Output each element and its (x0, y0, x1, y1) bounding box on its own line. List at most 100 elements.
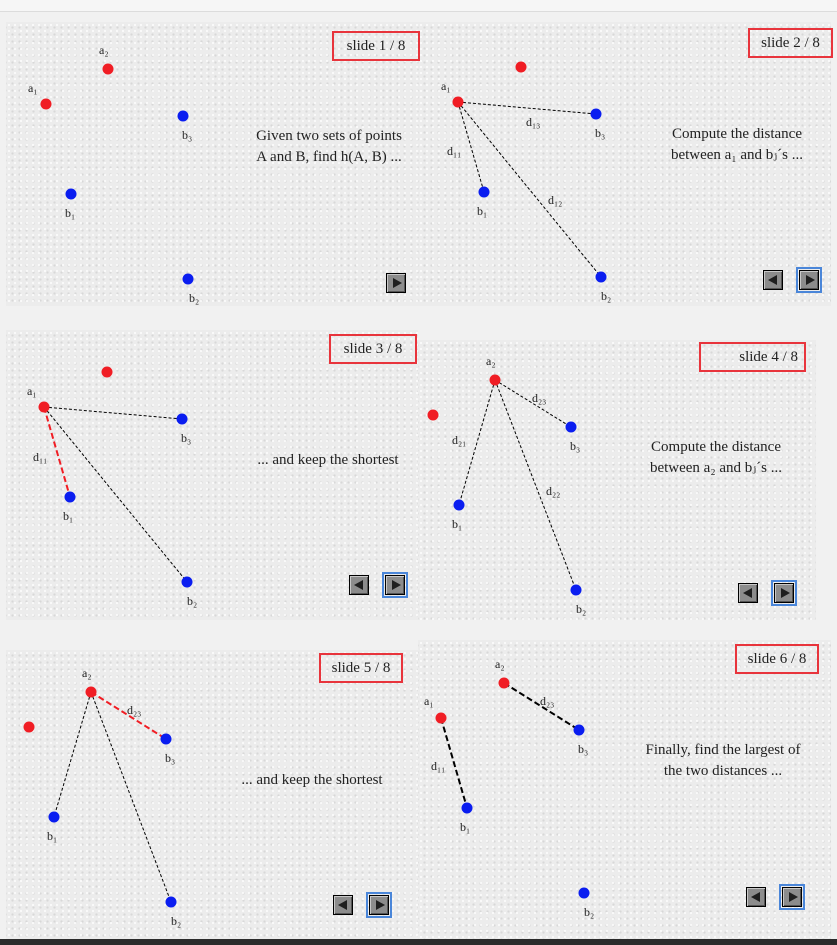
slide-4-next-button[interactable] (771, 580, 797, 606)
slide-4-point-a2 (489, 374, 501, 386)
slide-4-caption-line-1: Compute the distance (651, 439, 781, 455)
slide-2-label-d13: d₁₃ (526, 115, 540, 129)
slide-2-point-a1 (452, 96, 464, 108)
triangle-right-icon (376, 900, 385, 910)
slide-1-next-button[interactable] (386, 273, 406, 293)
slide-4-prev-button[interactable] (738, 583, 758, 603)
bottom-bar (0, 939, 837, 945)
slide-3-label-b1: b₁ (63, 509, 73, 523)
slide-4-label-b2: b₂ (576, 602, 586, 616)
slide-1-label-a1: a₁ (28, 81, 38, 95)
slide-3-caption-line-1: ... and keep the shortest (257, 452, 399, 468)
slide-2-line-d12 (457, 101, 602, 278)
slide-2-caption: Compute the distance between a₁ and bⱼ´s… (641, 124, 833, 166)
slide-4-line-d21 (458, 379, 496, 506)
slide-2-point-b2 (595, 271, 607, 283)
slide-4-label-d23: d₂₃ (532, 391, 546, 405)
slide-6-prev-button[interactable] (746, 887, 766, 907)
slide-6-point-a1 (435, 712, 447, 724)
slide-4-point-a1 (427, 409, 439, 421)
slide-5-caption: ... and keep the shortest (212, 770, 412, 791)
slide-2-caption-line-1: Compute the distance (672, 126, 802, 142)
triangle-left-icon (743, 588, 752, 598)
slide-4-caption-line-2: between a₂ and bⱼ´s ... (649, 460, 783, 476)
slide-5-point-b3 (160, 733, 172, 745)
slide-3-point-a2 (101, 366, 113, 378)
slide-2-label: slide 2 / 8 (748, 28, 833, 58)
slide-6-caption-line-2: the two distances ... (663, 763, 783, 779)
slide-1-label-a2: a₂ (99, 43, 109, 57)
triangle-right-icon (806, 275, 815, 285)
slide-1-point-b1 (65, 188, 77, 200)
slide-5-label-b1: b₁ (47, 829, 57, 843)
slide-1-point-b3 (177, 110, 189, 122)
slide-2-point-b3 (590, 108, 602, 120)
slide-2-label-b1: b₁ (477, 204, 487, 218)
slide-6-label-d23: d₂₃ (540, 694, 554, 708)
slide-panel-4 (418, 340, 816, 620)
slide-3-label-a1: a₁ (27, 384, 37, 398)
slide-4-label-b1: b₁ (452, 517, 462, 531)
slide-5-line-d22 (90, 691, 172, 903)
slide-3-line-d13 (43, 406, 183, 420)
slide-5-point-a2 (85, 686, 97, 698)
slide-5-next-button[interactable] (366, 892, 392, 918)
slide-6-point-a2 (498, 677, 510, 689)
slide-5-prev-button[interactable] (333, 895, 353, 915)
slide-4-label: slide 4 / 8 (699, 342, 806, 372)
slide-3-point-b3 (176, 413, 188, 425)
slide-1-caption-line-1: Given two sets of points (256, 128, 402, 144)
slide-1-caption: Given two sets of points A and B, find h… (229, 126, 429, 168)
slide-6-line-d23 (503, 682, 580, 731)
slide-3-point-b1 (64, 491, 76, 503)
slide-4-label-d21: d₂₁ (452, 433, 466, 447)
slide-1-label-b1: b₁ (65, 206, 75, 220)
slide-3-next-button[interactable] (382, 572, 408, 598)
slide-panel-1 (6, 22, 418, 306)
slide-6-label-b2: b₂ (584, 905, 594, 919)
slide-3-label-d11: d₁₁ (33, 450, 47, 464)
slide-6-label-b1: b₁ (460, 820, 470, 834)
slide-1-label-b3: b₃ (182, 128, 192, 142)
triangle-right-icon (781, 588, 790, 598)
triangle-left-icon (338, 900, 347, 910)
slide-3-label-b3: b₃ (181, 431, 191, 445)
slide-5-label-b2: b₂ (171, 914, 181, 928)
slide-2-label-b3: b₃ (595, 126, 605, 140)
slide-1-point-a2 (102, 63, 114, 75)
slide-6-point-b1 (461, 802, 473, 814)
triangle-left-icon (751, 892, 760, 902)
slide-1-caption-line-2: A and B, find h(A, B) ... (256, 149, 402, 165)
slide-5-line-d21 (53, 691, 92, 818)
slide-5-label-d23: d₂₃ (127, 703, 141, 717)
slide-6-caption: Finally, find the largest of the two dis… (623, 740, 823, 782)
slide-4-line-d22 (494, 379, 577, 591)
slide-6-next-button[interactable] (779, 884, 805, 910)
triangle-left-icon (768, 275, 777, 285)
triangle-right-icon (789, 892, 798, 902)
slide-1-point-b2 (182, 273, 194, 285)
slide-5-label-a2: a₂ (82, 666, 92, 680)
slide-2-next-button[interactable] (796, 267, 822, 293)
slide-2-point-a2 (515, 61, 527, 73)
slide-2-prev-button[interactable] (763, 270, 783, 290)
slide-1-point-a1 (40, 98, 52, 110)
triangle-right-icon (393, 278, 402, 288)
slide-1-label-b2: b₂ (189, 291, 199, 305)
slide-5-caption-line-1: ... and keep the shortest (241, 772, 383, 788)
slide-panel-5 (6, 650, 418, 939)
slide-2-line-d13 (457, 101, 597, 115)
slide-5-label: slide 5 / 8 (319, 653, 403, 683)
slide-6-point-b2 (578, 887, 590, 899)
slide-2-point-b1 (478, 186, 490, 198)
triangle-right-icon (392, 580, 401, 590)
toolbar-divider (0, 11, 837, 12)
slide-6-label-a2: a₂ (495, 657, 505, 671)
slide-3-prev-button[interactable] (349, 575, 369, 595)
slide-3-label: slide 3 / 8 (329, 334, 417, 364)
slide-6-label-a1: a₁ (424, 694, 434, 708)
slide-2-label-d12: d₁₂ (548, 193, 562, 207)
slide-4-point-b2 (570, 584, 582, 596)
slide-6-caption-line-1: Finally, find the largest of (645, 742, 801, 758)
